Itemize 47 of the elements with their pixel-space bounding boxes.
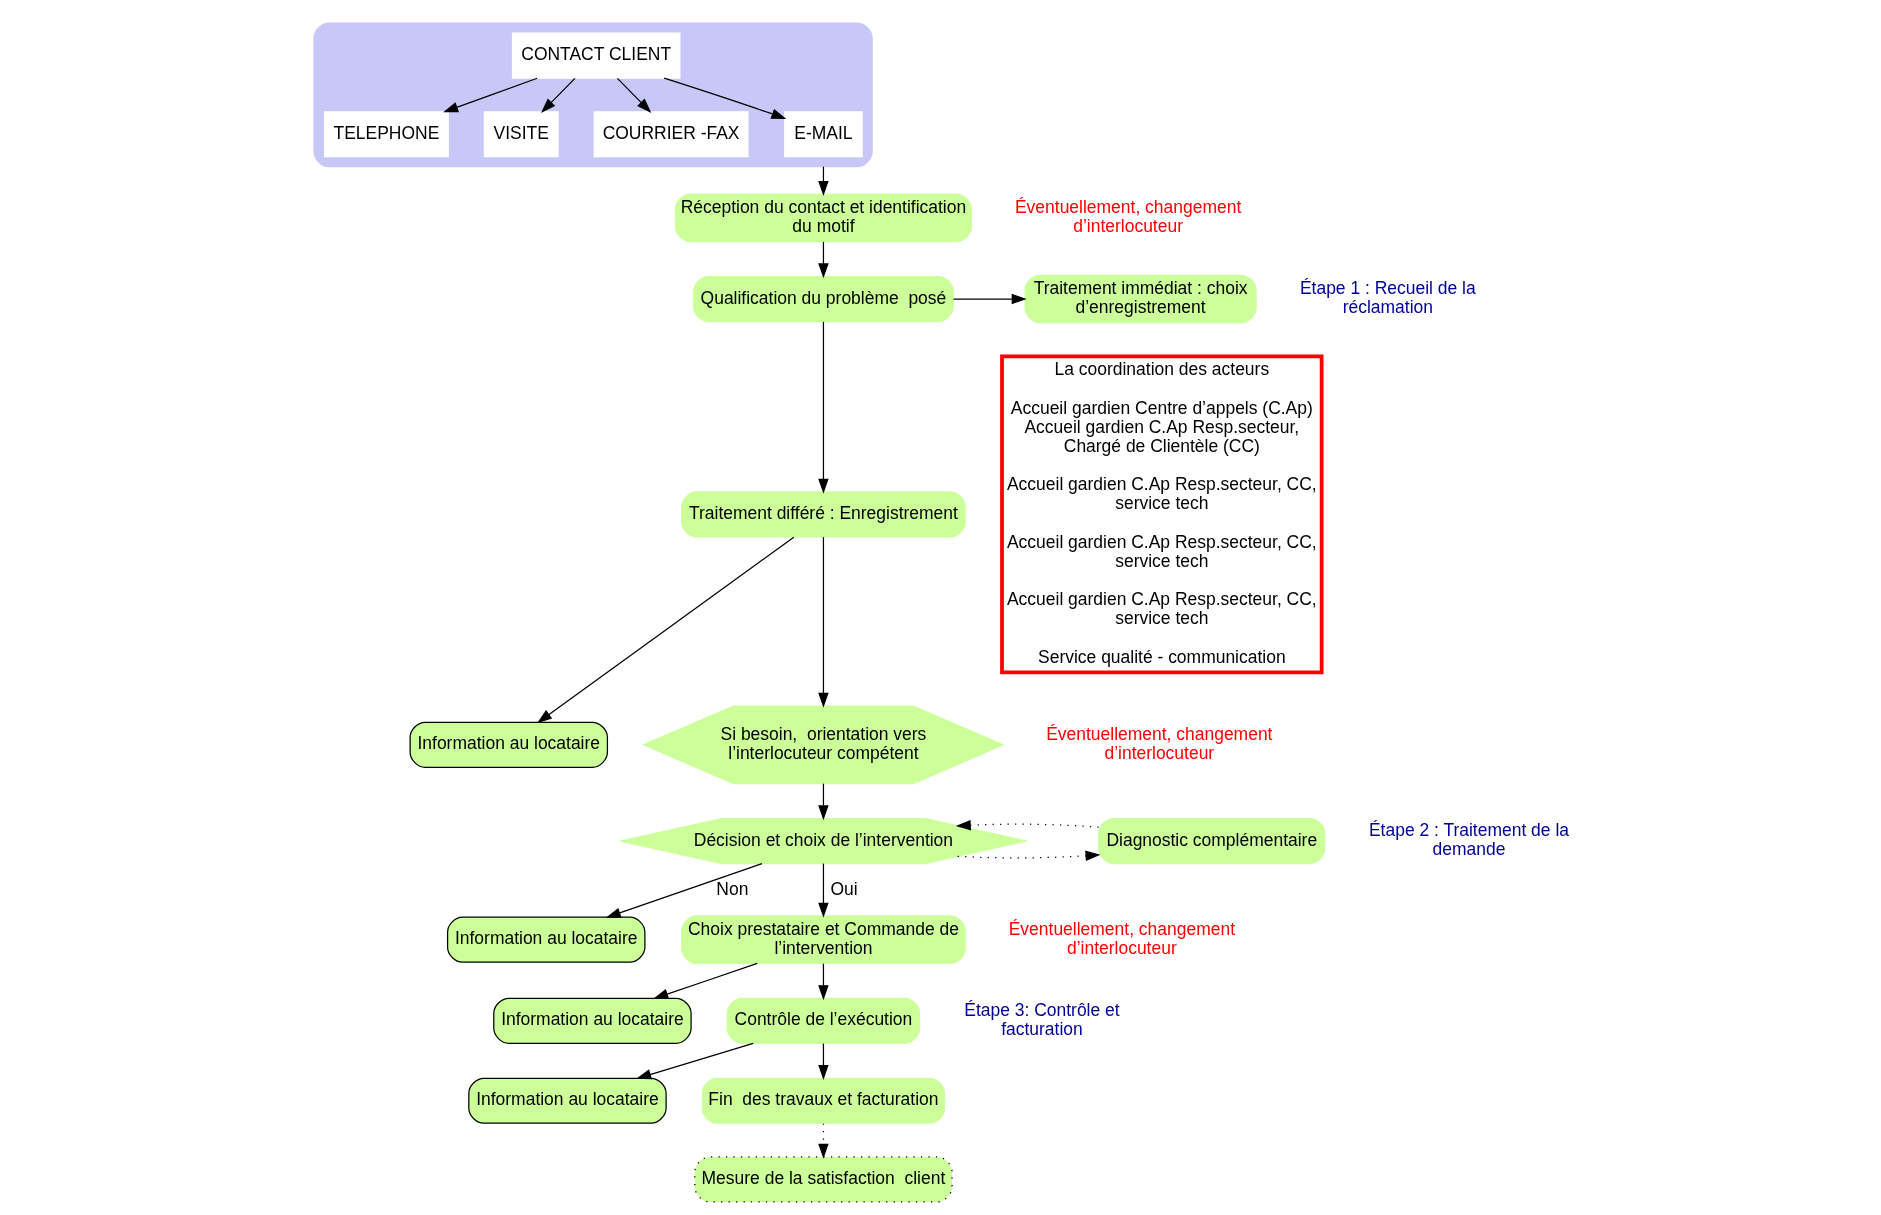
arrow [616,77,652,113]
node-box: Réception du contact et identification du motif [674,193,973,243]
label: Éventuellement, changement d’interlocuteur [1046,724,1273,763]
node-box: E-MAIL [784,111,863,158]
node-box: Choix prestataire et Commande de l’intervention [681,915,966,965]
node-box: Diagnostic complémentaire [1098,817,1326,865]
node-box: Information au locataire [493,997,692,1044]
arrow [605,863,763,918]
arrow [443,77,538,113]
arrow [957,850,1101,862]
node-box: Traitement immédiat : choix d’enregistrement [1024,274,1257,324]
node-box: Contrôle de l’exécution [726,997,921,1044]
arrow [818,536,829,708]
arrow [537,536,795,724]
arrow [663,77,787,119]
edge-label: Non [716,878,749,899]
node-box: Fin des travaux et facturation [701,1077,946,1124]
node-box: Information au locataire [409,721,609,768]
arrow [541,77,576,113]
label: Étape 3: Contrôle et facturation [964,1000,1120,1039]
node-box: CONTACT CLIENT [511,32,681,79]
arrow [818,863,829,918]
arrow [818,1043,829,1080]
node-box: TELEPHONE [323,111,449,158]
node-box: COURRIER -FAX [593,111,749,158]
node-box: Information au locataire [468,1077,667,1124]
node-box: Qualification du problème posé [692,275,954,323]
node-box: Traitement différé : Enregistrement [681,491,966,538]
arrow [955,819,1100,831]
node-box: Information au locataire [446,916,646,963]
label: Étape 2 : Traitement de la demande [1368,820,1570,860]
node-box: VISITE [483,111,559,158]
label: Étape 1 : Recueil de la réclamation [1299,278,1476,318]
arrow [818,783,829,821]
arrow [818,1123,829,1159]
label: Éventuellement, changement d’interlocuteur [1008,918,1236,958]
arrow [818,321,829,494]
cluster [313,22,873,168]
arrow [952,293,1027,305]
node-box: Mesure de la satisfaction client [694,1156,953,1203]
arrow [653,962,758,999]
node-box: La coordination des acteurs Accueil gardien Centre d’appels (C.Ap) Accueil gardien C.Ap Resp.secteur, Chargé de Clientèle (CC) Accueil gardien C.Ap Resp.secteur, CC, service tech Accueil gardien C.Ap Resp.secteur, CC, service tech Accueil gardien C.Ap Resp.secteur, CC, service tech Service qualité - communication [1000,354,1324,675]
arrow [818,963,829,1001]
arrow [636,1042,754,1080]
edge-label: Oui [830,878,858,899]
label: Éventuellement, changement d’interlocuteur [1014,197,1242,236]
arrow [818,241,829,279]
